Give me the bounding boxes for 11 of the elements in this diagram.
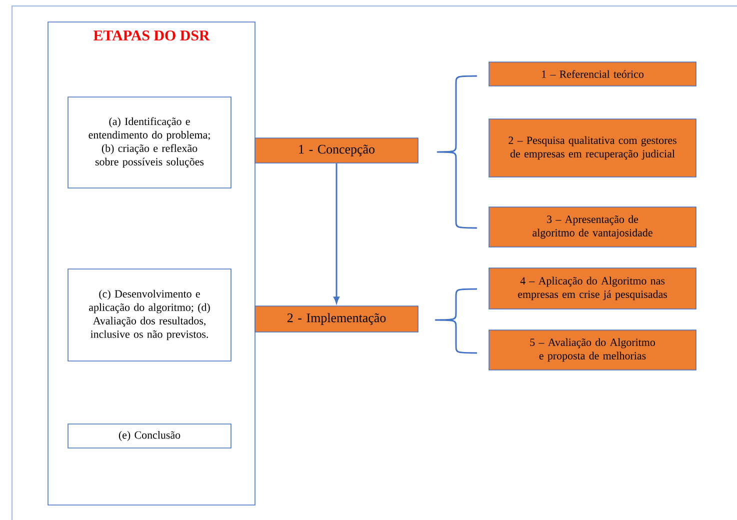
phase-box: 2 - Implementação [254,306,418,332]
task-box: 3 – Apresentação de algoritmo de vantajosidade [488,206,696,248]
task-box: 2 – Pesquisa qualitativa com gestores de empresas em recuperação judicial [488,118,696,178]
task-box: 1 – Referencial teórico [488,62,696,86]
arrow [334,163,340,304]
step-box: (c) Desenvolvimento e aplicação do algoritmo; (d) Avaliação dos resultados, inclusive os não previstos. [68,268,232,362]
task-box: 4 – Aplicação do Algoritmo nas empresas em crise já pesquisadas [488,268,696,310]
step-box: (e) Conclusão [68,424,232,448]
phase-box: 1 - Concepção [254,138,418,164]
step-box: (a) Identificação e entendimento do problema; (b) criação e reflexão sobre possíveis soluções [68,96,232,188]
task-box: 5 – Avaliação do Algoritmo e proposta de melhorias [488,330,696,370]
